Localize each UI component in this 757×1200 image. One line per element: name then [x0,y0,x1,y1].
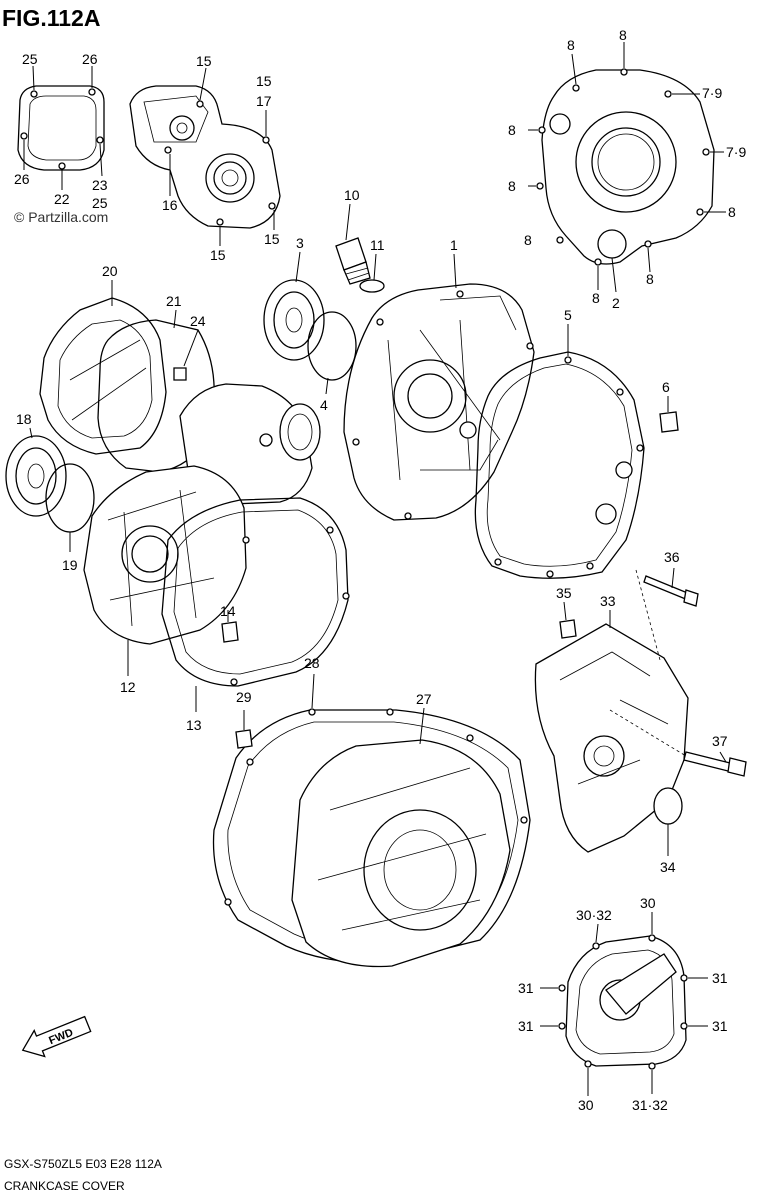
callout: 25 [22,51,38,67]
bolt-36 [635,567,699,661]
plug-34 [653,787,683,856]
callout: 31 [712,1018,728,1034]
callout: 27 [416,691,432,707]
callout: 31·32 [632,1097,668,1113]
callout: 30 [640,895,656,911]
callout: 31 [518,1018,534,1034]
gasket-28 [212,673,531,964]
callout: 5 [564,307,572,323]
callout: 11 [370,237,385,253]
callout: 30·32 [576,907,612,923]
callout: 25 [92,195,108,211]
callout: 7·9 [726,144,746,160]
callout: 16 [162,197,178,213]
callout: 13 [186,717,202,733]
callout: 3 [296,235,304,251]
stator-cover-27 [291,707,511,968]
callout: 18 [16,411,32,427]
callout: 28 [304,655,320,671]
watermark: © Partzilla.com [14,209,108,225]
seal-assembly [263,251,357,395]
callout: 23 [92,177,108,193]
callout: 29 [236,689,252,705]
callout: 35 [556,585,572,601]
callout: 19 [62,557,78,573]
callout: 26 [82,51,98,67]
callout: 36 [664,549,680,565]
section-name: CRANKCASE COVER [4,1179,125,1193]
callout: 8 [728,204,736,220]
bracket-33 [534,601,689,853]
callout: 33 [600,593,616,609]
callout: 15 [196,53,212,69]
callout: 15 [210,247,226,263]
callout: 7·9 [702,85,722,101]
callout: 1 [450,237,458,253]
figure-title: FIG.112A [2,5,100,31]
callout: 37 [712,733,728,749]
cover-30-31 [540,912,708,1096]
callout: 8 [508,178,516,194]
callout: 15 [264,231,280,247]
callout: 17 [256,93,272,109]
seal-18 [5,427,95,552]
callout: 6 [662,379,670,395]
callout: 8 [524,232,532,248]
pump-cover-assembly [129,67,281,246]
callout: 21 [166,293,182,309]
callout: 24 [190,313,206,329]
gasket-13 [161,497,350,712]
gasket-5 [474,324,679,579]
callout: 22 [54,191,70,207]
callout: 31 [712,970,728,986]
callout: 8 [508,122,516,138]
callout: 12 [120,679,136,695]
model-code: GSX-S750ZL5 E03 E28 112A [4,1157,162,1171]
callout: 14 [220,603,236,619]
callout: 8 [592,290,600,306]
callout: 15 [256,73,272,89]
callout: 20 [102,263,118,279]
clutch-cover-assembly [528,42,726,293]
plug-assembly [335,203,385,293]
bolt-37 [609,709,747,777]
callout: 31 [518,980,534,996]
callout: 8 [619,27,627,43]
callout-labels: 25 26 26 22 23 25 15 15 17 16 15 15 8 8 … [14,27,746,1113]
callout: 10 [344,187,360,203]
callout: 8 [646,271,654,287]
callout: 2 [612,295,620,311]
callout: 34 [660,859,676,875]
fwd-arrow: FWD [21,1015,92,1058]
crankcase-cover-main [343,253,535,521]
callout: 4 [320,397,328,413]
housing-20 [39,280,167,455]
callout: 30 [578,1097,594,1113]
small-cover-assembly [17,65,105,190]
callout: 8 [567,37,575,53]
callout: 26 [14,171,30,187]
